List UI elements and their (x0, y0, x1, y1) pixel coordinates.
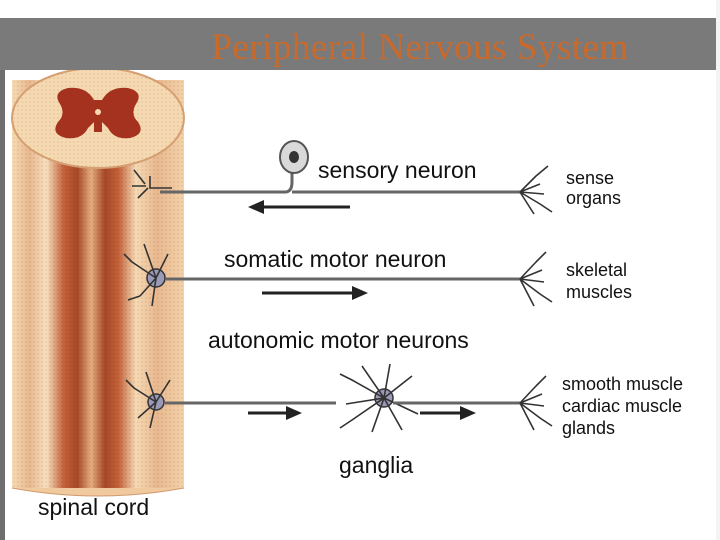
target-somatic-line-1: skeletal (566, 260, 628, 280)
target-autonomic-line-1: smooth muscle (562, 374, 684, 394)
target-autonomic-line-3: glands (562, 418, 616, 438)
somatic-motor-neuron (123, 243, 553, 307)
ganglion-neuron (339, 363, 419, 433)
target-autonomic-line-2: cardiac muscle (562, 396, 683, 416)
sensory-neuron (132, 140, 553, 215)
somatic-motor-neuron-label: somatic motor neuron (224, 246, 447, 272)
title-bar (0, 18, 720, 70)
right-border (716, 0, 720, 540)
slide-title: Peripheral Nervous System (211, 27, 629, 68)
target-somatic-line-2: muscles (566, 282, 633, 302)
autonomic-motor-neurons-label: autonomic motor neurons (208, 327, 469, 353)
target-sensory-line-2: organs (566, 188, 622, 208)
ganglia-label: ganglia (339, 452, 414, 478)
spinal-cord-label: spinal cord (38, 494, 150, 520)
target-sensory-line-1: sense (566, 168, 615, 188)
left-border (0, 70, 5, 540)
sensory-neuron-label: sensory neuron (318, 157, 477, 183)
autonomic-motor-neurons (125, 363, 553, 433)
